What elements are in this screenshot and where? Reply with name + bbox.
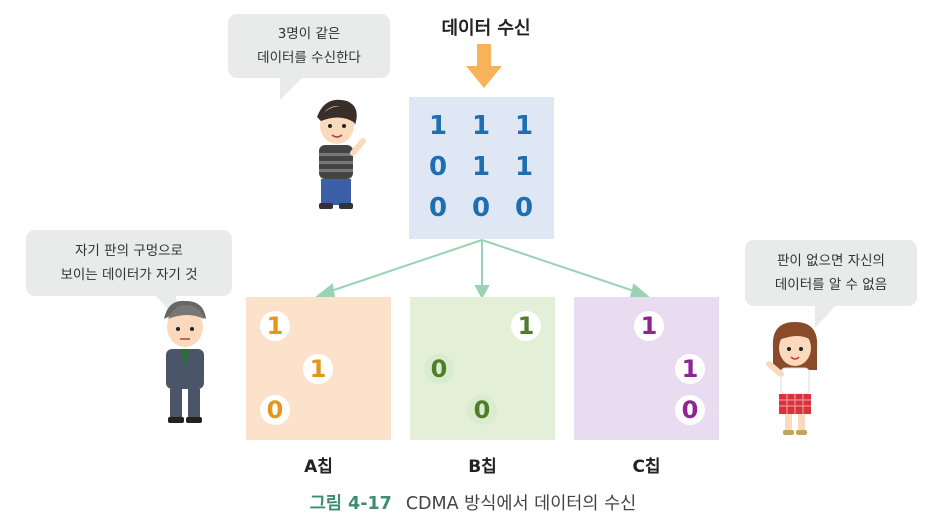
figure-number: 그림 4-17 [309, 494, 392, 514]
bubble-line: 데이터를 수신한다 [257, 50, 361, 66]
chip-b-panel: 1 0 0 [410, 297, 555, 440]
chip-digit: 0 [675, 395, 705, 425]
man-character-icon [164, 300, 206, 423]
chip-digit: 1 [303, 354, 333, 384]
boy-character-icon [317, 99, 366, 209]
bubble-line: 보이는 데이터가 자기 것 [60, 267, 198, 283]
received-data-matrix: 1 1 1 0 1 1 0 0 0 [409, 97, 554, 239]
matrix-cell: 1 [471, 152, 491, 182]
speech-bubble-right: 판이 없으면 자신의 데이터를 알 수 없음 [745, 240, 917, 328]
chip-c-label: C칩 [632, 457, 661, 477]
bubble-line: 자기 판의 구멍으로 [75, 243, 183, 259]
chip-b-label: B칩 [468, 457, 497, 477]
chip-a-label: A칩 [304, 457, 333, 477]
link-to-chip-c [481, 239, 641, 294]
matrix-cell: 0 [471, 193, 491, 223]
matrix-cell: 0 [428, 152, 448, 182]
down-arrow-icon [466, 44, 502, 88]
matrix-cell: 1 [471, 111, 491, 141]
chip-digit: 0 [424, 354, 454, 384]
caption-text: CDMA 방식에서 데이터의 수신 [405, 494, 637, 514]
bubble-line: 데이터를 알 수 없음 [774, 277, 888, 293]
chip-digit: 1 [260, 311, 290, 341]
matrix-cell: 0 [514, 193, 534, 223]
matrix-cell: 1 [428, 111, 448, 141]
link-arrowhead [474, 285, 490, 300]
link-arrowhead [315, 283, 336, 299]
matrix-cell: 1 [514, 111, 534, 141]
speech-bubble-top: 3명이 같은 데이터를 수신한다 [228, 14, 390, 100]
bubble-line: 3명이 같은 [277, 26, 341, 42]
girl-character-icon [766, 322, 818, 435]
chip-digit: 1 [511, 311, 541, 341]
matrix-cell: 0 [428, 193, 448, 223]
speech-bubble-left: 자기 판의 구멍으로 보이는 데이터가 자기 것 [26, 230, 232, 318]
link-to-chip-a [324, 239, 483, 294]
chip-digit: 0 [467, 395, 497, 425]
diagram-title: 데이터 수신 [441, 18, 531, 39]
matrix-cell: 1 [514, 152, 534, 182]
chip-c-panel: 1 1 0 [574, 297, 719, 440]
chip-a-panel: 1 1 0 [246, 297, 391, 440]
bubble-line: 판이 없으면 자신의 [777, 253, 885, 269]
figure-caption: 그림 4-17 CDMA 방식에서 데이터의 수신 [0, 490, 946, 515]
chip-digit: 1 [675, 354, 705, 384]
chip-digit: 0 [260, 395, 290, 425]
link-arrowhead [629, 283, 650, 299]
chip-digit: 1 [634, 311, 664, 341]
